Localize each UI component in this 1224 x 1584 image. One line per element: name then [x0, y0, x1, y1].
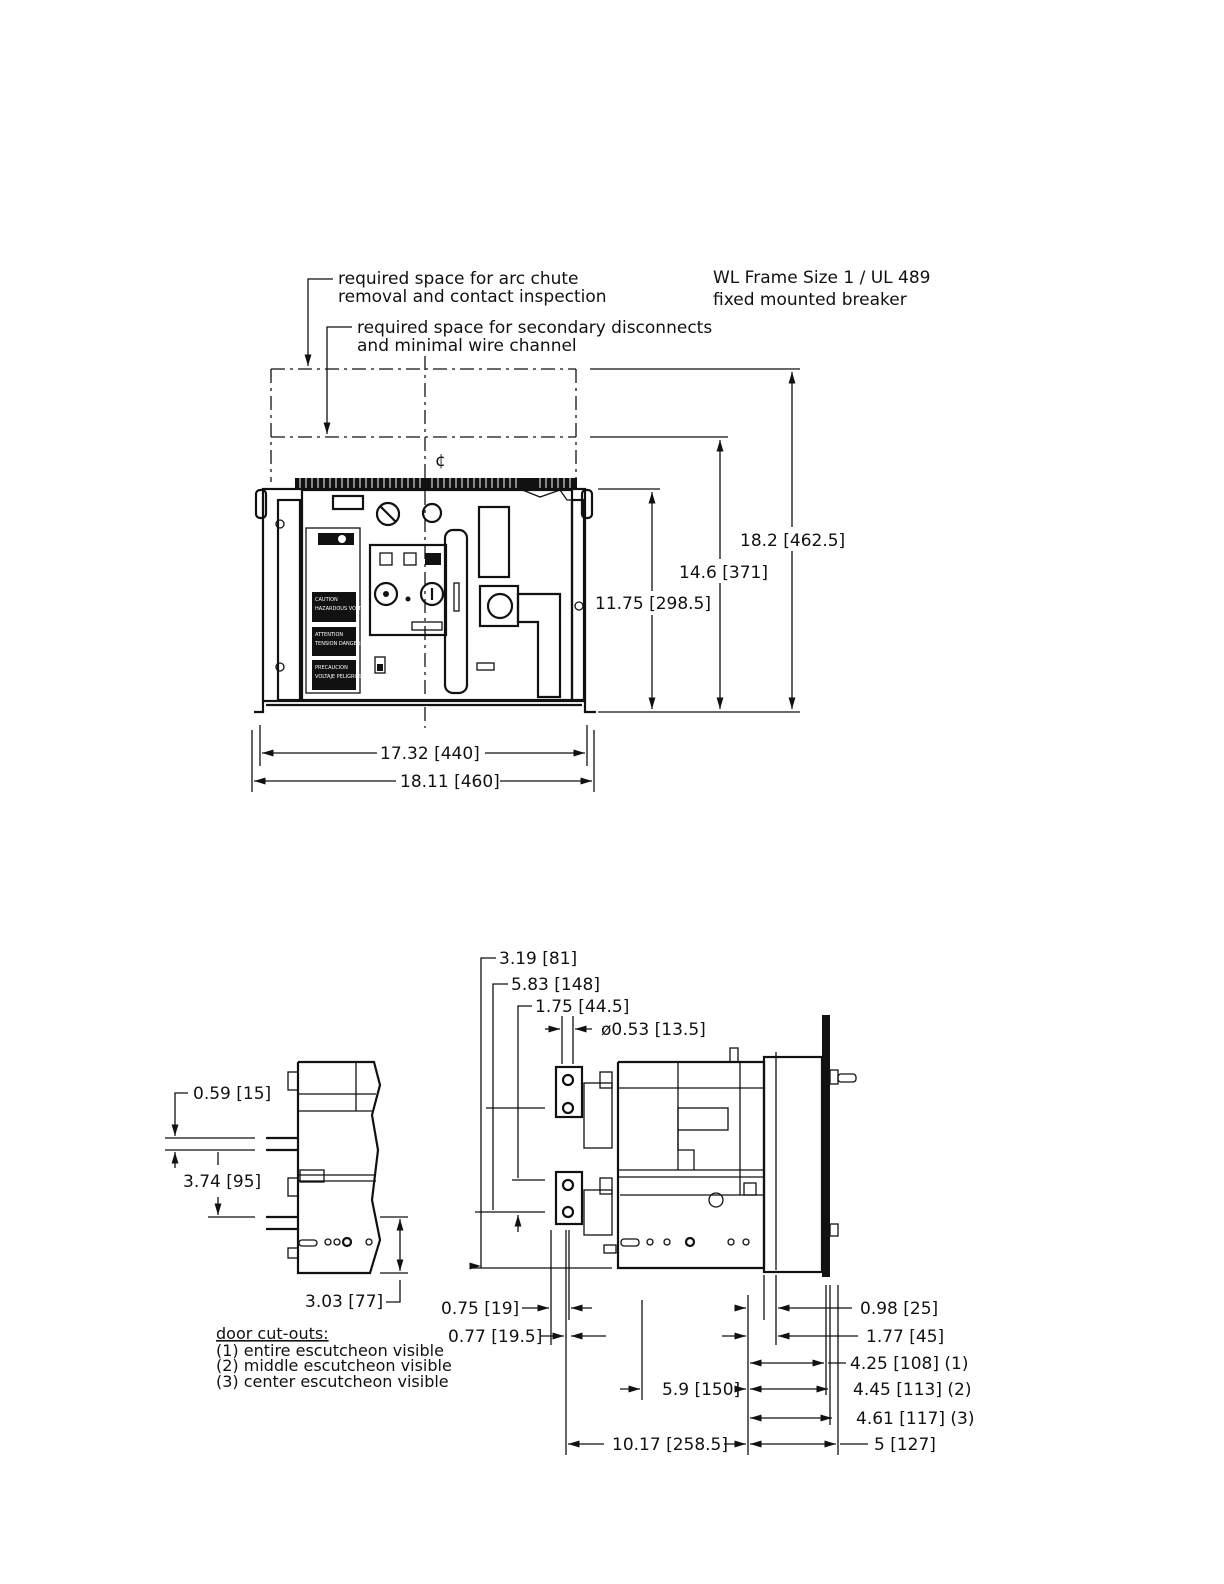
rating-plug-window [331, 494, 365, 511]
svg-text:TENSION DANGEREUSE: TENSION DANGEREUSE [314, 641, 373, 647]
svg-text:CAUTION: CAUTION [315, 597, 338, 603]
escutcheon [300, 488, 574, 702]
dim-small-mid: 3.74 [95] [183, 1172, 261, 1192]
dim-large-bottom-right-5: 4.61 [117] (3) [856, 1409, 974, 1429]
dim-large-bottom-right-6: 5 [127] [874, 1435, 936, 1455]
lifting-handle-right [580, 488, 594, 520]
title-line-2: fixed mounted breaker [713, 290, 907, 310]
svg-text:PRECAUCION: PRECAUCION [315, 665, 348, 671]
dim-height-secondary: 14.6 [371] [679, 563, 768, 583]
dim-large-top-4: ø0.53 [13.5] [601, 1020, 706, 1040]
large-escutcheon [762, 1055, 824, 1274]
open-button [419, 581, 445, 607]
dim-large-bottom-right-2: 1.77 [45] [866, 1327, 944, 1347]
dim-large-bottom-left-4: 10.17 [258.5] [612, 1435, 728, 1455]
title-line-1: WL Frame Size 1 / UL 489 [713, 268, 930, 288]
dim-large-bottom-right-1: 0.98 [25] [860, 1299, 938, 1319]
dim-large-top-3: 1.75 [44.5] [535, 997, 629, 1017]
dim-large-bottom-right-3: 4.25 [108] (1) [850, 1354, 968, 1374]
secondary-disconnect-strip [295, 478, 577, 488]
panel-door [822, 1015, 830, 1277]
note-secondary-line-1: required space for secondary disconnects [357, 318, 712, 338]
door-cutouts-legend: door cut-outs: (1) entire escutcheon vis… [216, 1324, 452, 1391]
note-secondary-line-2: and minimal wire channel [357, 336, 577, 356]
svg-text:ATTENTION: ATTENTION [315, 632, 343, 638]
note-arc-chute-line-2: removal and contact inspection [338, 287, 607, 307]
dim-large-bottom-left-2: 0.77 [19.5] [448, 1327, 542, 1347]
dim-width-outer: 18.11 [460] [400, 772, 500, 792]
door-cutout-item-2: (2) middle escutcheon visible [216, 1356, 452, 1375]
dim-large-bottom-left-1: 0.75 [19] [441, 1299, 519, 1319]
front-view: required space for arc chute removal and… [251, 269, 848, 792]
dim-large-bottom-right-4: 4.45 [113] (2) [853, 1380, 971, 1400]
charging-lever [443, 528, 469, 695]
leader-secondary [323, 326, 352, 434]
status-window [477, 505, 511, 579]
upper-terminal [554, 1065, 584, 1119]
lower-terminal [554, 1170, 584, 1226]
svg-text:VOLTAJE PELIGROSO: VOLTAJE PELIGROSO [315, 674, 366, 680]
door-cutouts-heading: door cut-outs: [216, 1324, 329, 1343]
dim-width-inner: 17.32 [440] [380, 744, 480, 764]
warning-label-precaucion: PRECAUCION VOLTAJE PELIGROSO [312, 660, 366, 690]
dim-large-top-1: 3.19 [81] [499, 949, 577, 969]
dim-large-top-2: 5.83 [148] [511, 975, 600, 995]
note-arc-chute-line-1: required space for arc chute [338, 269, 579, 289]
warning-label-attention: ATTENTION TENSION DANGEREUSE [312, 627, 373, 656]
door-cutout-item-3: (3) center escutcheon visible [216, 1372, 449, 1391]
dim-small-top: 0.59 [15] [193, 1084, 271, 1104]
indicator-circle [421, 502, 443, 524]
side-view-large: 3.19 [81] 5.83 [148] 1.75 [44.5] ø0.53 [… [441, 949, 974, 1455]
door-cutout-item-1: (1) entire escutcheon visible [216, 1341, 444, 1360]
side-view-small: 0.59 [15] 3.74 [95] 3.03 [77] [165, 1060, 408, 1312]
lifting-handle-left [254, 488, 268, 520]
warning-label-caution: CAUTION HAZARDOUS VOLTAGE [312, 592, 371, 622]
warning-panel [305, 527, 361, 694]
accessory-block [516, 592, 562, 699]
dim-height-body: 11.75 [298.5] [595, 594, 711, 614]
svg-text:HAZARDOUS VOLTAGE: HAZARDOUS VOLTAGE [315, 606, 371, 612]
close-button [373, 581, 399, 607]
centerline-symbol: ¢ [435, 451, 446, 471]
dim-height-overall: 18.2 [462.5] [740, 531, 845, 551]
dim-small-bottom: 3.03 [77] [305, 1292, 383, 1312]
charging-knob [375, 501, 401, 527]
leader-arc-chute [304, 278, 333, 366]
dim-large-bottom-left-3: 5.9 [150] [662, 1380, 740, 1400]
